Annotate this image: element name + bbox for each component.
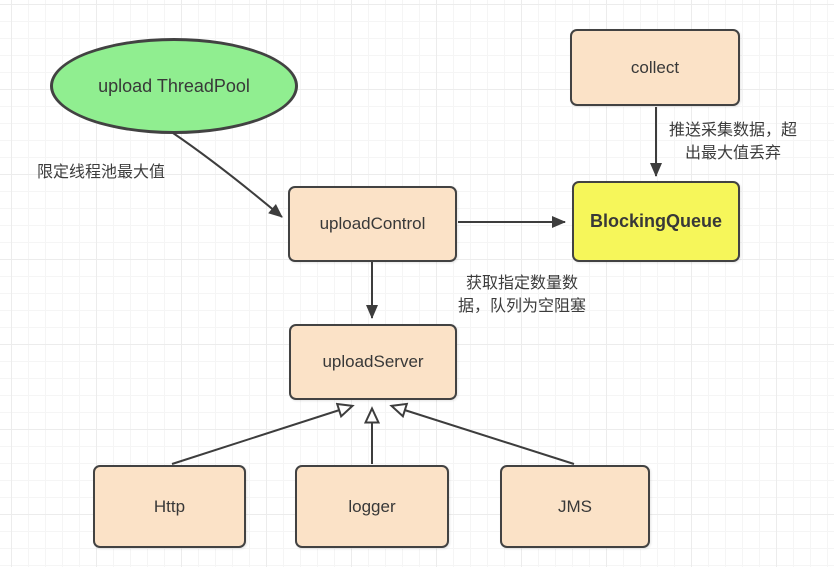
- node-blockingqueue[interactable]: BlockingQueue: [572, 181, 740, 262]
- node-http-label: Http: [153, 496, 186, 516]
- node-collect[interactable]: collect: [570, 29, 740, 106]
- annotation-limit-line1: 限定线程池最大值: [37, 164, 166, 181]
- node-jms-label: JMS: [558, 496, 592, 516]
- node-upload-threadpool-label: upload ThreadPool: [98, 75, 250, 96]
- node-logger[interactable]: logger: [295, 465, 449, 548]
- annotation-push-line1: 推送采集数据，超: [668, 122, 797, 139]
- node-blockingqueue-label: BlockingQueue: [589, 211, 723, 231]
- annotation-limit-threadpool[interactable]: 限定线程池最大值: [37, 161, 165, 184]
- node-http[interactable]: Http: [93, 465, 246, 548]
- node-logger-label: logger: [348, 496, 396, 516]
- edge-jms-uploadserver: [392, 406, 575, 465]
- node-jms[interactable]: JMS: [500, 465, 650, 548]
- node-collect-label: collect: [630, 57, 680, 77]
- annotation-fetch-line1: 获取指定数量数: [465, 275, 578, 292]
- node-uploadserver[interactable]: uploadServer: [289, 324, 457, 400]
- node-upload-threadpool[interactable]: upload ThreadPool: [50, 38, 298, 134]
- annotation-push-line2: 出最大值丢弃: [684, 145, 781, 163]
- annotation-fetch-data[interactable]: 获取指定数量数 据，队列为空阻塞: [442, 272, 602, 318]
- annotation-push-data[interactable]: 推送采集数据，超 出最大值丢弃: [653, 119, 813, 165]
- edge-http-uploadserver: [171, 406, 352, 465]
- node-uploadcontrol[interactable]: uploadControl: [288, 186, 457, 262]
- node-uploadcontrol-label: uploadControl: [319, 214, 426, 233]
- node-uploadserver-label: uploadServer: [322, 352, 424, 371]
- annotation-fetch-line2: 据，队列为空阻塞: [457, 298, 586, 316]
- edge-threadpool-uploadcontrol: [172, 132, 283, 218]
